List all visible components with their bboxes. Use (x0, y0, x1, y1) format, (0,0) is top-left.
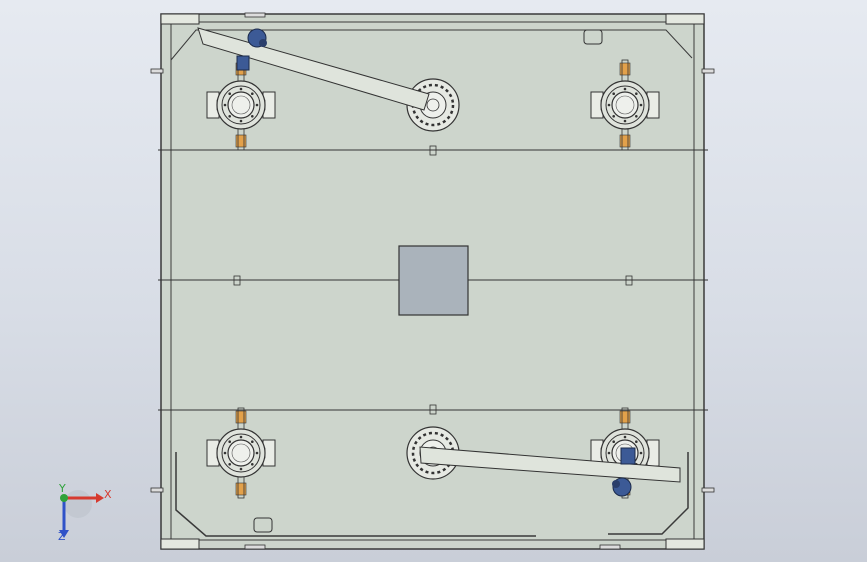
y-axis-origin (60, 494, 68, 502)
drive-motor-bottom[interactable] (612, 447, 636, 497)
drive-motor-top[interactable] (236, 28, 267, 71)
z-axis-label: Z (58, 530, 66, 543)
orientation-triad: X Y Z (58, 482, 112, 543)
center-opening[interactable] (398, 245, 469, 316)
conveyor-arm-top[interactable] (197, 27, 430, 111)
x-axis-label: X (104, 488, 112, 501)
conveyor-arm-bottom[interactable] (419, 446, 681, 483)
y-axis-label: Y (58, 482, 66, 495)
z-axis-arrow (59, 498, 69, 538)
x-axis-arrow (64, 493, 104, 503)
